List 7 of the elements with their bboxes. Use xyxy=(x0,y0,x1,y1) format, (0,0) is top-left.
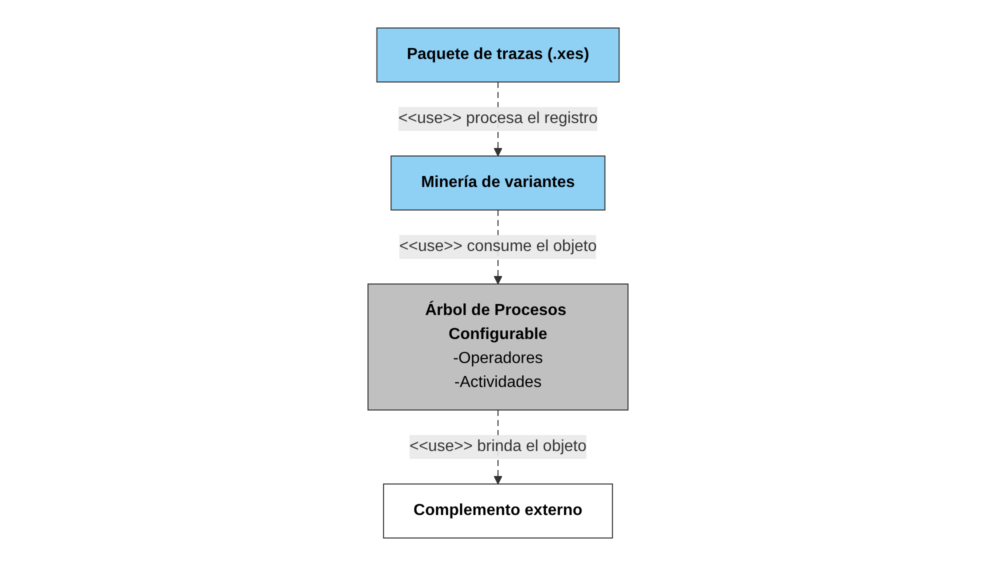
node-box: Paquete de trazas (.xes) xyxy=(376,27,620,82)
edge-label: <<use>> consume el objeto xyxy=(399,238,597,254)
node-box: Minería de variantes xyxy=(390,155,606,210)
node-box: Árbol de Procesos Configurable -Operadores -Actividades xyxy=(368,283,628,410)
node-box: Complemento externo xyxy=(383,483,613,538)
edge-label: <<use>> brinda el objeto xyxy=(409,438,587,454)
edge-label: <<use>> procesa el registro xyxy=(398,110,598,126)
